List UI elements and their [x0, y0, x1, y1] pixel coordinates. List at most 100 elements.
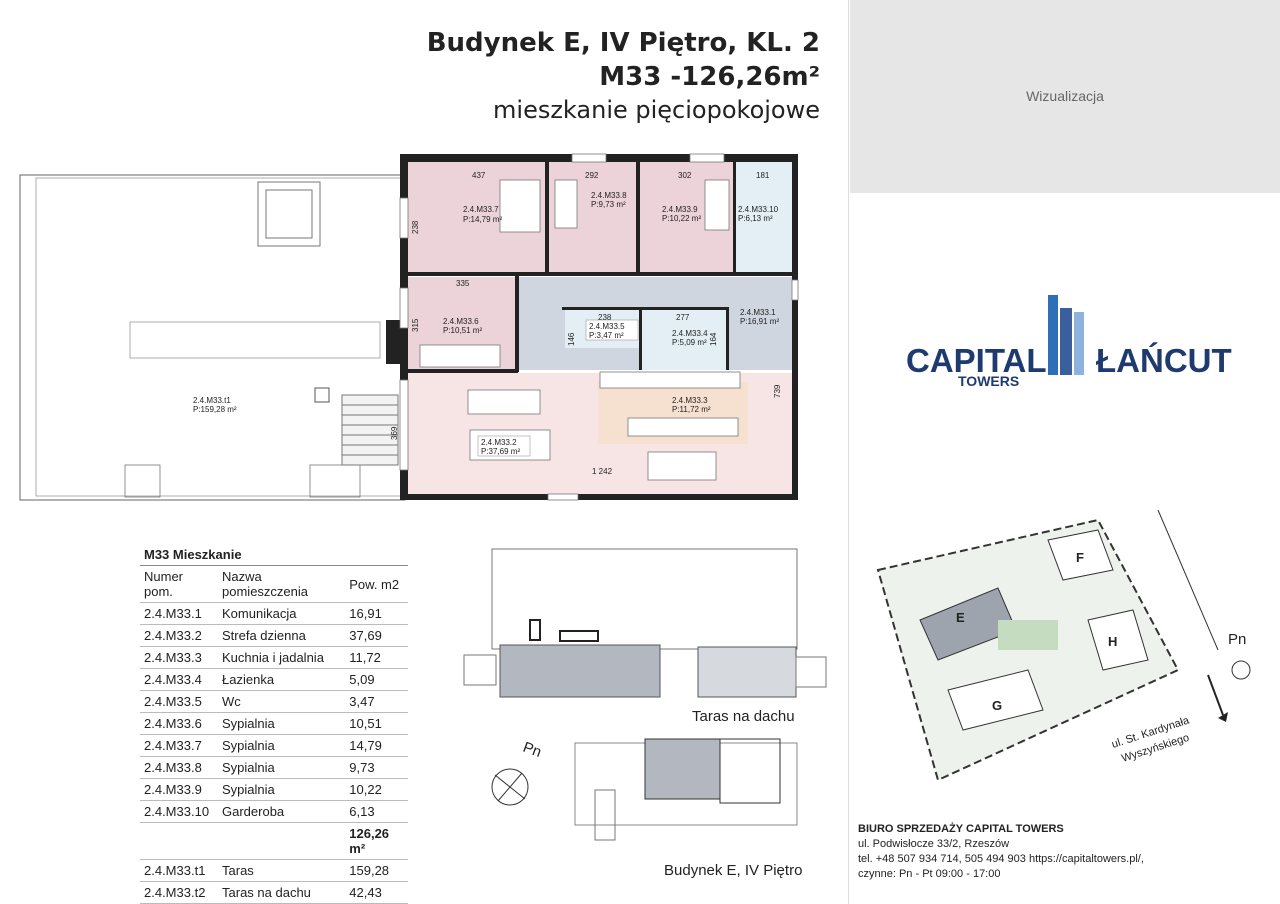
visualization-panel — [850, 0, 1280, 193]
cell: Sypialnia — [218, 712, 346, 735]
col-number: Numer pom. — [140, 565, 219, 603]
panel-divider — [848, 0, 849, 904]
compass-line-2 — [497, 772, 523, 802]
label-e: E — [956, 610, 965, 625]
label-room-8-id: 2.4.M33.8 — [591, 191, 627, 200]
room-table: M33 Mieszkanie Numer pom. Nazwa pomieszc… — [140, 544, 408, 904]
site-plan: F E H G Pn ul. St. Kardynała Wyszyńskieg… — [876, 509, 1251, 782]
key-north-label: Pn — [521, 739, 544, 761]
label-room-5-id: 2.4.M33.5 — [589, 322, 625, 331]
sales-office: BIURO SPRZEDAŻY CAPITAL TOWERS ul. Podwi… — [858, 822, 1144, 882]
site-north-label: Pn — [1228, 631, 1246, 648]
floor-plan: 2.4.M33.7 P:14,79 m² 2.4.M33.8 P:9,73 m²… — [19, 153, 799, 501]
terrace-planter — [129, 321, 381, 359]
cell: Taras — [218, 859, 346, 882]
building-f — [1047, 529, 1114, 581]
col-name: Nazwa pomieszczenia — [218, 565, 346, 603]
logo-capital: CAPITAL — [906, 342, 1047, 379]
office-address: ul. Podwisłocze 33/2, Rzeszów — [858, 838, 1010, 850]
office-hours: czynne: Pn - Pt 09:00 - 17:00 — [858, 868, 1001, 880]
dim-1242: 1 242 — [592, 467, 613, 476]
dim-181: 181 — [756, 171, 770, 180]
dim-292: 292 — [585, 171, 599, 180]
room-bathroom — [642, 310, 726, 370]
cell: 6,13 — [345, 800, 408, 823]
label-room-2-id: 2.4.M33.2 — [481, 438, 517, 447]
cell: 2.4.M33.10 — [140, 800, 219, 823]
label-g: G — [992, 698, 1002, 713]
label-box-room-2 — [477, 435, 531, 457]
dim-302: 302 — [678, 171, 692, 180]
cell: 2.4.M33.4 — [140, 668, 219, 691]
label-room-6-id: 2.4.M33.6 — [443, 317, 479, 326]
logo-towers: TOWERS — [958, 373, 1019, 389]
label-f: F — [1076, 550, 1084, 565]
logo-tower-3 — [1074, 312, 1084, 375]
cell: 2.4.M33.2 — [140, 624, 219, 647]
dim-238-h: 238 — [598, 313, 612, 322]
table-title: M33 Mieszkanie — [140, 544, 408, 566]
label-room-9-area: P:10,22 m² — [662, 214, 701, 223]
label-room-4-area: P:5,09 m² — [672, 338, 707, 347]
cell: 37,69 — [345, 624, 408, 647]
key-neighbour — [719, 738, 781, 804]
table-total: 126,26 m² — [345, 822, 408, 860]
cell: Garderoba — [218, 800, 346, 823]
street-line — [1157, 509, 1219, 651]
cell: Łazienka — [218, 668, 346, 691]
roof-stair-1 — [463, 654, 497, 686]
cell: 5,09 — [345, 668, 408, 691]
site-compass-icon — [1231, 660, 1251, 680]
label-room-8-area: P:9,73 m² — [591, 200, 626, 209]
skylight-inner — [265, 189, 313, 239]
label-room-3-area: P:11,72 m² — [672, 405, 711, 414]
dim-739: 739 — [773, 384, 782, 398]
cell: 159,28 — [345, 859, 408, 882]
north-arrow-icon — [1207, 674, 1224, 716]
table-header-row: Numer pom. Nazwa pomieszczenia Pow. m2 — [140, 565, 408, 603]
label-terrace-id: 2.4.M33.t1 — [193, 396, 231, 405]
cell: 2.4.M33.5 — [140, 690, 219, 713]
label-room-1-area: P:16,91 m² — [740, 317, 779, 326]
cell: 2.4.M33.3 — [140, 646, 219, 669]
floor-caption: Budynek E, IV Piętro — [664, 862, 803, 879]
roof-stair-2 — [795, 656, 827, 688]
building-g — [947, 669, 1044, 731]
label-room-7-area: P:14,79 m² — [463, 215, 502, 224]
dim-146: 146 — [567, 332, 576, 346]
cell: 2.4.M33.6 — [140, 712, 219, 735]
cell: 10,51 — [345, 712, 408, 735]
logo-tower-2 — [1060, 308, 1072, 375]
apartment-type: mieszkanie pięciopokojowe — [493, 96, 820, 124]
label-h: H — [1108, 634, 1117, 649]
windows — [399, 153, 799, 501]
cell: 2.4.M33.7 — [140, 734, 219, 757]
capital-towers-logo: CAPITAL TOWERS ŁAŃCUT — [906, 295, 1232, 389]
building-h — [1087, 609, 1149, 671]
roof-hatch-2 — [559, 630, 599, 642]
label-room-2-area: P:37,69 m² — [481, 447, 520, 456]
roof-hatch-1 — [529, 619, 541, 641]
skylight — [257, 181, 321, 247]
cell: 42,43 — [345, 881, 408, 904]
dim-164: 164 — [709, 332, 718, 346]
label-room-5-area: P:3,47 m² — [589, 331, 624, 340]
cell: 11,72 — [345, 646, 408, 669]
roof-outline — [491, 548, 798, 650]
roof-caption: Taras na dachu — [692, 708, 795, 725]
terrace-skylight-3 — [309, 464, 361, 498]
cell: 2.4.M33.1 — [140, 602, 219, 625]
cell: Sypialnia — [218, 756, 346, 779]
table-title-row: M33 Mieszkanie — [140, 544, 408, 566]
label-room-4-id: 2.4.M33.4 — [672, 329, 708, 338]
